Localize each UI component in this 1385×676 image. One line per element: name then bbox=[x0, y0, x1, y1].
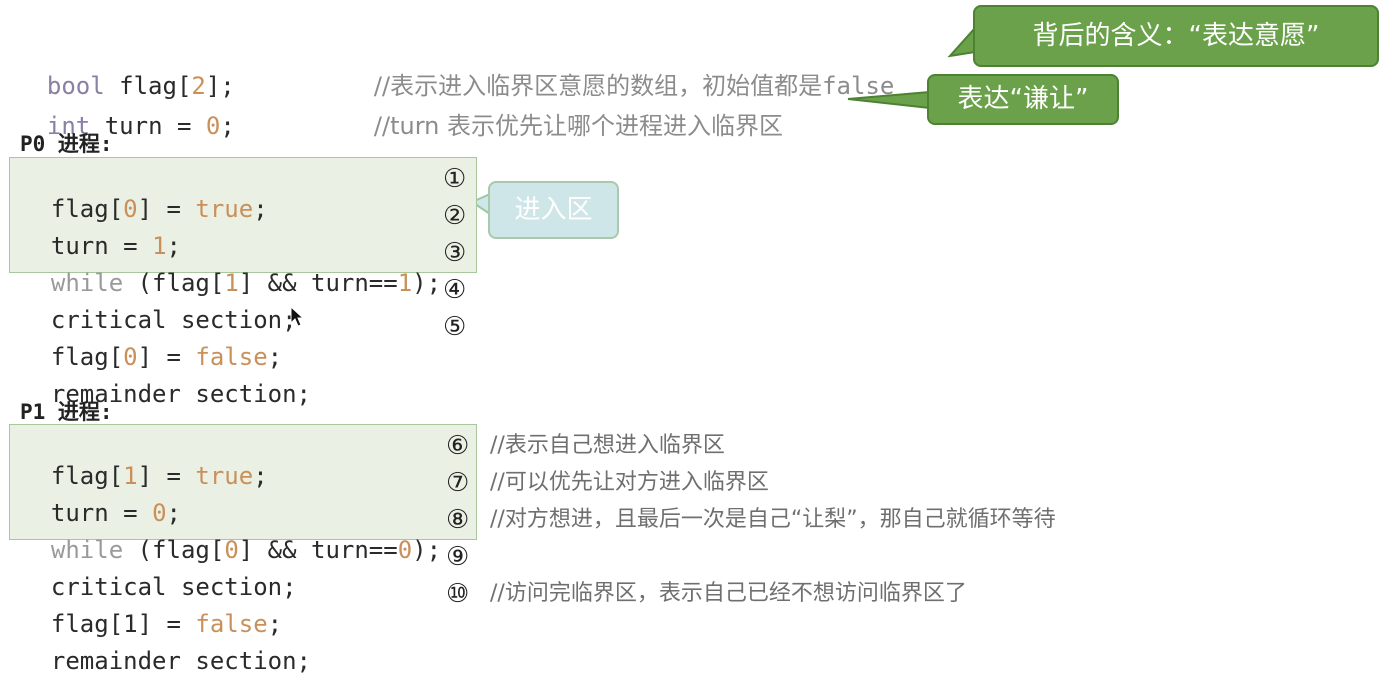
meaning-callout: 背后的含义：“表达意愿” bbox=[973, 5, 1379, 67]
code-text: ; bbox=[253, 462, 268, 490]
step-number-10: ⑩ bbox=[446, 579, 470, 609]
code-text: ); bbox=[412, 536, 442, 564]
p1-line-1: flag[1] = true; bbox=[22, 431, 268, 491]
code-number: 0 bbox=[152, 499, 167, 527]
step-number-9: ⑨ bbox=[446, 542, 470, 572]
flag-comment-text: //表示进入临界区意愿的数组，初始值都是 bbox=[373, 72, 823, 100]
meaning-callout-text: 背后的含义：“表达意愿” bbox=[1032, 21, 1320, 51]
code-true: true bbox=[195, 195, 254, 223]
yield-callout-text: 表达“谦让” bbox=[957, 84, 1089, 114]
p1-line-4: critical section; bbox=[22, 542, 297, 602]
code-text: flag[ bbox=[50, 343, 124, 371]
meaning-callout-tail bbox=[947, 25, 976, 58]
code-number: 0 bbox=[123, 343, 138, 371]
mouse-cursor-icon bbox=[290, 306, 304, 327]
code-text: ); bbox=[412, 269, 442, 297]
p1-entry-section bbox=[9, 424, 477, 540]
flag-decl-end: ]; bbox=[205, 72, 235, 100]
while-keyword: while bbox=[50, 269, 124, 297]
p1-line-2: turn = 0; bbox=[22, 468, 181, 528]
flag-declaration: bool flag[2]; bbox=[18, 41, 235, 101]
step-number-7: ⑦ bbox=[446, 468, 470, 498]
step-number-2: ② bbox=[443, 201, 467, 231]
code-text: ] && turn== bbox=[238, 536, 398, 564]
p0-line-6: remainder section; bbox=[22, 349, 311, 409]
code-false: false bbox=[195, 343, 268, 371]
code-number: 1 bbox=[152, 232, 167, 260]
flag-size: 2 bbox=[191, 72, 206, 100]
p1-comment-1: //表示自己想进入临界区 bbox=[490, 433, 725, 458]
p1-comment-3: //对方想进，且最后一次是自己“让梨”，那自己就循环等待 bbox=[490, 507, 1056, 532]
code-text: turn = bbox=[50, 232, 153, 260]
p0-label: P0 进程: bbox=[20, 132, 113, 156]
code-text: ; bbox=[253, 195, 268, 223]
code-number: 1 bbox=[123, 462, 138, 490]
bool-keyword: bool bbox=[46, 72, 105, 100]
turn-decl-end: ; bbox=[220, 112, 235, 140]
p0-line-4: critical section; bbox=[22, 275, 297, 335]
code-text: ] = bbox=[137, 343, 196, 371]
p0-entry-section bbox=[9, 157, 477, 273]
p1-line-6: remainder section; bbox=[22, 616, 311, 676]
step-number-6: ⑥ bbox=[446, 431, 470, 461]
turn-comment: //turn 表示优先让哪个进程进入临界区 bbox=[345, 81, 783, 141]
turn-declaration: int turn = 0; bbox=[18, 81, 235, 141]
code-text: flag[ bbox=[50, 462, 124, 490]
flag-comment-false: false bbox=[822, 72, 895, 100]
code-text: remainder section; bbox=[50, 647, 311, 675]
code-text: flag[1] = bbox=[50, 610, 196, 638]
p0-line-2: turn = 1; bbox=[22, 201, 181, 261]
step-number-3: ③ bbox=[443, 238, 467, 268]
code-number: 0 bbox=[397, 536, 413, 564]
code-number: 1 bbox=[397, 269, 413, 297]
code-true: true bbox=[195, 462, 254, 490]
p1-label: P1 进程: bbox=[20, 400, 113, 424]
code-text: critical section; bbox=[50, 573, 297, 601]
code-text: (flag[ bbox=[123, 536, 225, 564]
step-number-8: ⑧ bbox=[446, 505, 470, 535]
turn-decl-rest: turn = bbox=[90, 112, 206, 140]
code-text: flag[ bbox=[50, 195, 124, 223]
step-number-5: ⑤ bbox=[443, 312, 467, 342]
flag-comment: //表示进入临界区意愿的数组，初始值都是false bbox=[345, 41, 894, 101]
p0-line-3: while (flag[1] && turn==1); bbox=[22, 238, 441, 298]
code-false: false bbox=[195, 610, 268, 638]
code-text: critical section; bbox=[50, 306, 297, 334]
code-text: remainder section; bbox=[50, 380, 311, 408]
code-text: ; bbox=[166, 232, 181, 260]
code-text: (flag[ bbox=[123, 269, 225, 297]
code-text: ; bbox=[267, 610, 283, 638]
code-text: ] = bbox=[137, 195, 196, 223]
p1-line-3: while (flag[0] && turn==0); bbox=[22, 505, 441, 565]
code-text: ] && turn== bbox=[238, 269, 398, 297]
code-text: ] = bbox=[137, 462, 196, 490]
step-number-1: ① bbox=[443, 164, 467, 194]
code-text: ; bbox=[166, 499, 181, 527]
while-keyword: while bbox=[50, 536, 124, 564]
yield-callout: 表达“谦让” bbox=[927, 74, 1119, 125]
p1-line-5: flag[1] = false; bbox=[22, 579, 282, 639]
turn-init-value: 0 bbox=[205, 112, 221, 140]
code-number: 0 bbox=[224, 536, 239, 564]
code-number: 0 bbox=[123, 195, 138, 223]
code-text: ; bbox=[267, 343, 283, 371]
int-keyword: int bbox=[46, 112, 91, 140]
step-number-4: ④ bbox=[443, 275, 467, 305]
p0-line-1: flag[0] = true; bbox=[22, 164, 268, 224]
p1-comment-5: //访问完临界区，表示自己已经不想访问临界区了 bbox=[490, 581, 967, 606]
flag-decl-rest: flag[ bbox=[104, 72, 192, 100]
entry-callout: 进入区 bbox=[488, 181, 619, 239]
entry-callout-text: 进入区 bbox=[514, 195, 593, 225]
p1-comment-2: //可以优先让对方进入临界区 bbox=[490, 470, 769, 495]
code-number: 1 bbox=[224, 269, 239, 297]
p0-line-5: flag[0] = false; bbox=[22, 312, 282, 372]
turn-comment-text: //turn 表示优先让哪个进程进入临界区 bbox=[373, 112, 783, 140]
code-text: turn = bbox=[50, 499, 153, 527]
